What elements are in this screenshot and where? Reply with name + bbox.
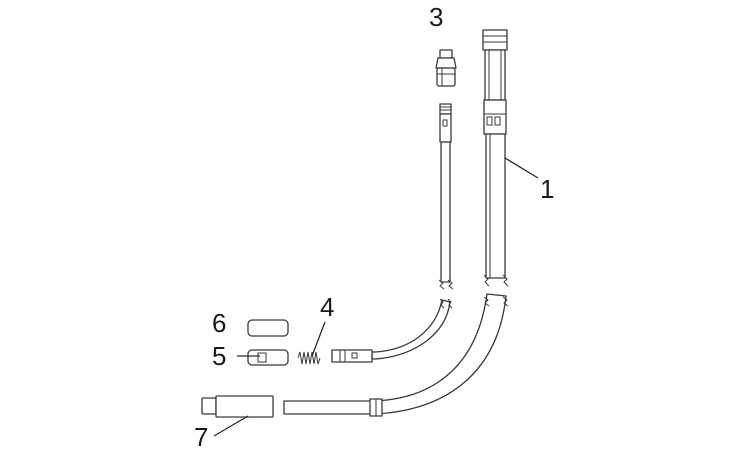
part-1-outer-tube: [482, 29, 509, 287]
part-1-curved-tube: [283, 293, 509, 417]
callout-4: 4: [320, 292, 334, 322]
leader-7: [213, 415, 249, 437]
callout-7: 7: [194, 422, 208, 450]
callout-6: 6: [212, 308, 226, 338]
part-5-collar: [247, 349, 289, 366]
part-4-spring: [297, 351, 321, 365]
callout-5: 5: [212, 341, 226, 371]
leader-4: [311, 321, 326, 357]
part-7-handle: [201, 395, 274, 418]
part-3-fitting: [435, 49, 457, 87]
callout-1: 1: [540, 174, 554, 204]
inner-rod: [331, 103, 454, 363]
leader-1: [504, 157, 539, 179]
callout-3: 3: [429, 2, 443, 32]
part-6-sleeve: [247, 319, 289, 337]
